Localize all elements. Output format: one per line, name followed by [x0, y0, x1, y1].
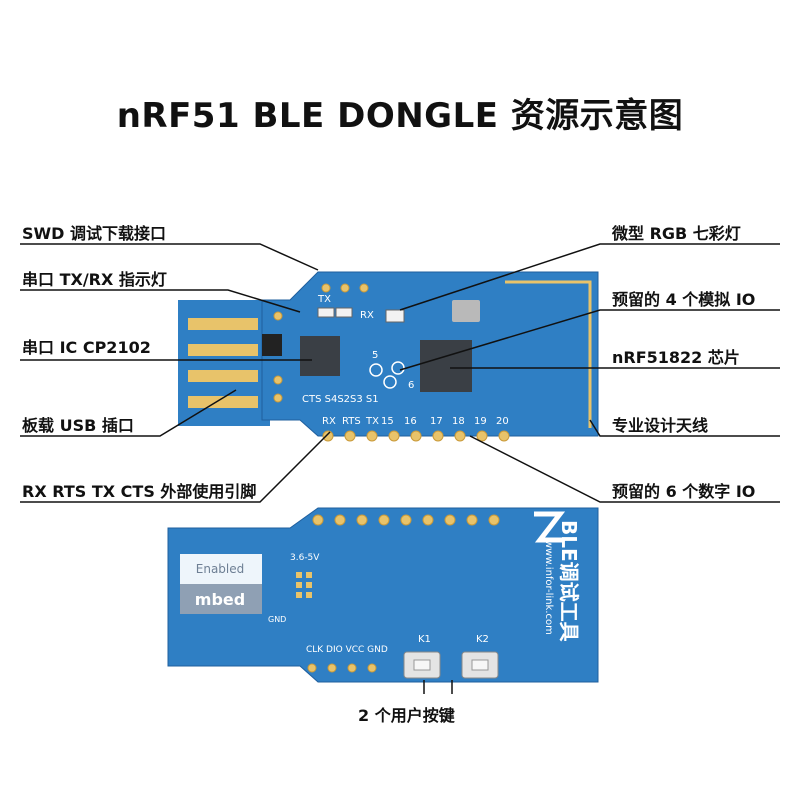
silk-5: 5 [372, 350, 378, 361]
silk-k1: K1 [418, 634, 431, 645]
silk-url: www.infor-link.com [543, 540, 554, 635]
silk-gnd: GND [268, 615, 286, 624]
page-title: nRF51 BLE DONGLE 资源示意图 [116, 96, 684, 136]
button-k2 [461, 651, 499, 679]
label-swd: SWD 调试下载接口 [22, 224, 167, 243]
usb-pad [188, 318, 258, 330]
debug-pad [347, 663, 357, 673]
back-pin-pad [334, 514, 346, 526]
button-k1 [403, 651, 441, 679]
mbed-logo [180, 554, 262, 614]
rx-led [335, 307, 353, 318]
silk-debug-pins: CLK DIO VCC GND [306, 645, 388, 655]
silk-k2: K2 [476, 634, 489, 645]
silk-pin-label: RTS [342, 416, 361, 427]
back-pin-pad [356, 514, 368, 526]
label-antenna: 专业设计天线 [612, 416, 709, 435]
debug-pad [307, 663, 317, 673]
silk-pin-16: 16 [404, 416, 417, 427]
leader-uart-led [20, 289, 301, 313]
silk-pin-15: 15 [381, 416, 394, 427]
silk-pin-label: 19 [474, 416, 487, 427]
pin-pad [476, 430, 488, 442]
mbed-text: mbed [195, 590, 245, 609]
back-pad-grid [296, 572, 312, 598]
small-ic [262, 334, 282, 356]
pcb-body [261, 271, 599, 437]
silk-pin-label: RX [322, 416, 336, 427]
swd-pad [273, 375, 283, 385]
test-pad [369, 363, 383, 377]
pcb-back-body [167, 507, 599, 683]
antenna-trace [505, 280, 592, 428]
silk-pin-label: 18 [452, 416, 465, 427]
silk-pin-label: 17 [430, 416, 443, 427]
swd-pad [340, 283, 350, 293]
swd-pad [359, 283, 369, 293]
leader-lines [20, 243, 780, 694]
swd-pad [321, 283, 331, 293]
label-buttons: 2 个用户按键 [358, 706, 455, 725]
pin-pad [432, 430, 444, 442]
silk-switches: CTS S4S2S3 S1 [302, 394, 379, 405]
silk-pin-label: TX [365, 416, 379, 427]
pin-pad [322, 430, 334, 442]
label-pins-ext: RX RTS TX CTS 外部使用引脚 [22, 482, 257, 501]
back-pin-pad [400, 514, 412, 526]
front-board: TX RX CTS S4S2S3 S1 5 6 15 16 RX RTS TX 17 1… [178, 271, 599, 442]
back-pin-pad [488, 514, 500, 526]
test-pad [383, 375, 397, 389]
back-pin-pad [422, 514, 434, 526]
back-pin-pad [312, 514, 324, 526]
label-analog: 预留的 4 个模拟 IO [612, 290, 756, 309]
pin-pad [344, 430, 356, 442]
back-pin-pad [466, 514, 478, 526]
crystal [452, 300, 480, 322]
debug-pad [367, 663, 377, 673]
mbed-enabled-text: Enabled [196, 562, 245, 576]
test-pad [391, 361, 405, 375]
pin-pad [498, 430, 510, 442]
brand-logo-icon [534, 511, 566, 543]
mbed-logo-band [180, 584, 262, 614]
silk-pin-label: 20 [496, 416, 509, 427]
silk-tx: TX [317, 294, 331, 305]
pin-pad [454, 430, 466, 442]
rgb-led [385, 309, 405, 323]
tx-led [317, 307, 335, 318]
label-uart-led: 串口 TX/RX 指示灯 [22, 270, 167, 289]
pin-pad [410, 430, 422, 442]
silk-rx: RX [360, 310, 374, 321]
pin-label-row: RX RTS TX 17 18 19 20 [322, 416, 509, 427]
usb-pad [188, 396, 258, 408]
label-cp2102: 串口 IC CP2102 [22, 338, 151, 357]
silk-voltage: 3.6-5V [290, 553, 320, 563]
usb-pad [188, 370, 258, 382]
usb-pad [188, 344, 258, 356]
debug-pad [327, 663, 337, 673]
nrf51822-chip [420, 340, 472, 392]
silk-brand: BLE调试工具 [557, 520, 581, 642]
button-k1-cap [413, 659, 431, 671]
label-usb: 板载 USB 插口 [22, 416, 134, 435]
usb-plug-tongue [178, 300, 270, 426]
pin-pad [366, 430, 378, 442]
button-k2-cap [471, 659, 489, 671]
back-pin-pad [378, 514, 390, 526]
back-pin-pad [444, 514, 456, 526]
label-nrf: nRF51822 芯片 [612, 348, 740, 367]
back-board: Enabled mbed 3.6-5V GND [167, 507, 599, 683]
label-rgb: 微型 RGB 七彩灯 [612, 224, 741, 243]
swd-pad [273, 393, 283, 403]
swd-pad [273, 311, 283, 321]
cp2102-chip [300, 336, 340, 376]
silk-6: 6 [408, 380, 414, 391]
label-digital: 预留的 6 个数字 IO [612, 482, 756, 501]
pin-pad [388, 430, 400, 442]
